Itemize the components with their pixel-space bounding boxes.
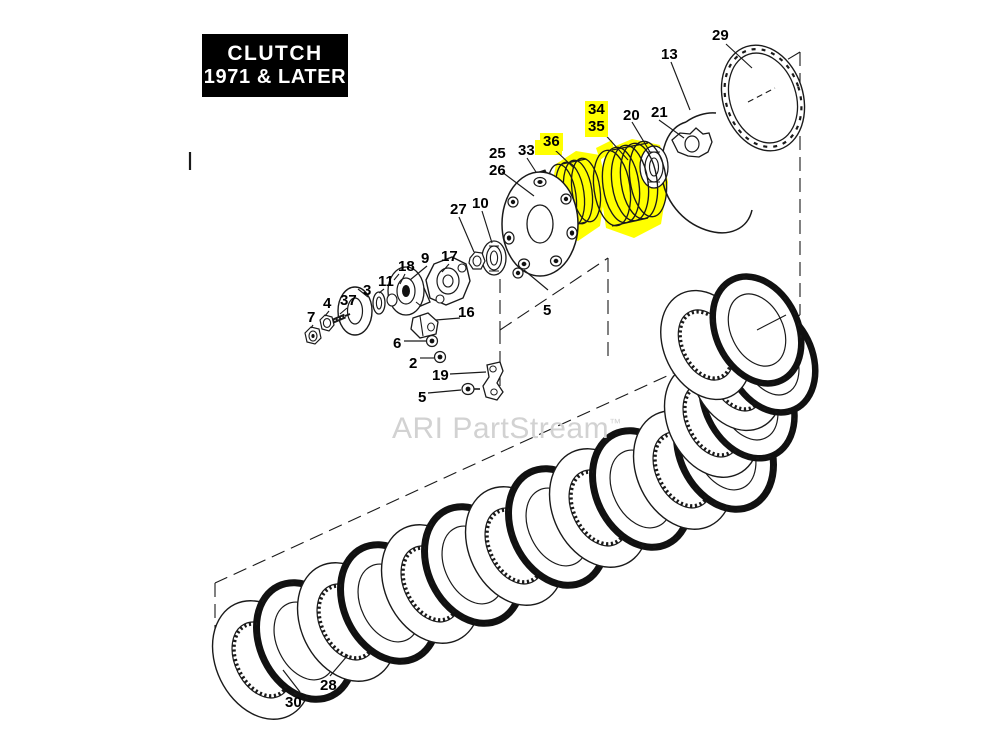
part-19-cable-bracket [482, 361, 504, 401]
part-3-thrust-washer [337, 286, 373, 336]
callout-number: 35 [588, 117, 605, 135]
clutch-plate-stack [211, 273, 819, 720]
part-34-35-clutch-spring [592, 140, 668, 227]
part-10-bearing [481, 240, 507, 276]
callout-number: 9 [421, 250, 430, 267]
callout-number: 34 [588, 101, 605, 118]
callout-6: 6 [393, 336, 401, 352]
callout-number: 25 [489, 145, 506, 162]
part-7-bolt-head [304, 326, 322, 345]
callout-number: 5 [543, 302, 552, 319]
title-line-years: 1971 & LATER [203, 65, 347, 88]
part-5-bolt-right [512, 267, 524, 279]
callout-5: 5 [543, 303, 551, 319]
callout-16: 16 [458, 305, 475, 321]
callout-19: 19 [432, 368, 449, 384]
leader-lines-stack [282, 654, 349, 693]
callout-number: 5 [418, 389, 427, 406]
callout-number: 27 [450, 201, 467, 218]
callout-3: 3 [363, 283, 371, 299]
callout-number: 4 [323, 295, 332, 312]
callout-20: 20 [623, 108, 640, 124]
callout-number: 36 [543, 133, 560, 150]
callout-number: 16 [458, 304, 475, 321]
callout-21: 21 [651, 105, 668, 121]
part-9-18-plate-bearing [386, 266, 425, 316]
callout-28: 28 [320, 678, 337, 694]
callout-number: 30 [285, 694, 302, 711]
callout-number: 29 [712, 27, 729, 44]
callout-10: 10 [472, 196, 489, 212]
callout-number: 13 [661, 46, 678, 63]
part-13-snap-ring [660, 112, 753, 234]
part-29-toothed-plate [720, 44, 806, 152]
callout-number: 37 [340, 292, 357, 309]
callout-leader-lines [310, 43, 753, 394]
callout-17: 17 [441, 249, 458, 265]
callout-29: 29 [712, 28, 729, 44]
callout-number: 2 [409, 355, 418, 372]
callout-18: 18 [398, 259, 415, 275]
callout-number: 7 [307, 309, 316, 326]
title-line-clutch: CLUTCH [227, 42, 323, 66]
callout-7: 7 [307, 310, 315, 326]
callout-number: 17 [441, 248, 458, 265]
watermark: ARI PartStream™ [392, 412, 622, 446]
watermark-text: ARI PartStream [392, 412, 610, 445]
callout-9: 9 [421, 251, 429, 267]
callout-5: 5 [418, 390, 426, 406]
callout-number: 3 [363, 282, 372, 299]
callout-number: 18 [398, 258, 415, 275]
callout-number: 11 [378, 273, 394, 290]
callout-number: 10 [472, 195, 489, 212]
part-4-nut [319, 314, 335, 332]
part-27-spacer-nut [468, 251, 486, 270]
callout-33: 33 [518, 143, 535, 159]
part-21-lock-tab [671, 127, 713, 158]
title-block: CLUTCH 1971 & LATER [202, 34, 348, 97]
callout-number: 33 [518, 142, 535, 159]
callout-11: 11 [378, 274, 394, 290]
callout-number: 28 [320, 677, 337, 694]
callout-number: 26 [489, 161, 506, 179]
callout-13: 13 [661, 47, 678, 63]
part-25-26-clutch-hub [501, 171, 579, 277]
part-5-bolt-bottom [461, 382, 480, 396]
callout-number: 20 [623, 107, 640, 124]
callout-36: 36 [540, 133, 563, 151]
callout-30: 30 [285, 695, 302, 711]
part-2-washer [433, 350, 447, 364]
steel-plate [709, 273, 805, 387]
watermark-tm: ™ [609, 416, 622, 430]
part-6-nut [425, 334, 439, 348]
callout-number: 6 [393, 335, 402, 352]
callout-2: 2 [409, 356, 417, 372]
callout-number: 19 [432, 367, 449, 384]
callout-4: 4 [323, 296, 331, 312]
part-11-ring [372, 291, 386, 315]
part-16-retainer-clip [410, 312, 439, 339]
callout-number: 21 [651, 104, 668, 121]
callout-37: 37 [340, 293, 357, 309]
callout-27: 27 [450, 202, 467, 218]
